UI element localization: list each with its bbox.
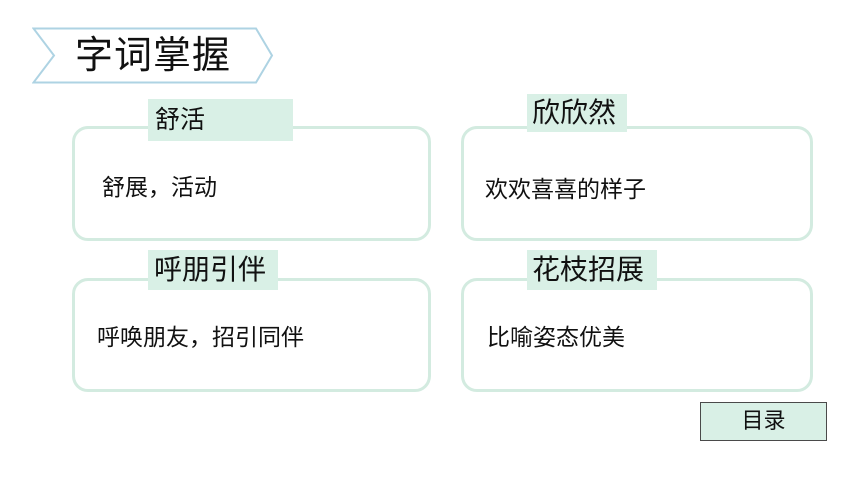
word-card-4-definition: 比喻姿态优美 [487, 325, 625, 351]
word-card-2 [461, 126, 813, 241]
title-banner-arrow-shape [32, 27, 274, 84]
word-card-1 [72, 126, 431, 241]
word-card-2-label: 欣欣然 [527, 94, 627, 132]
word-card-1-label: 舒活 [148, 99, 293, 141]
word-card-3-definition: 呼唤朋友，招引同伴 [97, 325, 304, 351]
word-card-4 [461, 278, 813, 392]
word-card-3-label: 呼朋引伴 [148, 250, 278, 290]
toc-button[interactable]: 目录 [700, 402, 827, 441]
word-card-2-definition: 欢欢喜喜的样子 [485, 177, 646, 203]
title-banner: 字词掌握 [32, 27, 274, 84]
word-card-4-label: 花枝招展 [527, 250, 657, 290]
page-title: 字词掌握 [75, 33, 232, 77]
word-card-3 [72, 278, 431, 392]
word-card-1-definition: 舒展，活动 [102, 175, 217, 201]
